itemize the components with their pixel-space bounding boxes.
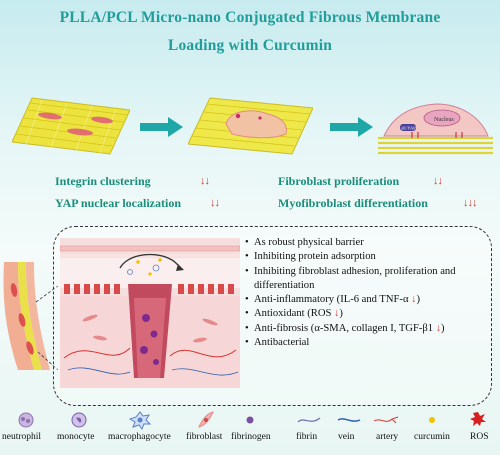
tissue-strip-illustration [3, 262, 58, 371]
diagram-title-line2: Loading with Curcumin [167, 37, 333, 54]
legend-curcumin: curcumin [414, 432, 450, 442]
legend-vein: vein [338, 432, 355, 442]
macrophagocyte-icon [128, 411, 152, 430]
effect-fibroblast-proliferation: Fibroblast proliferation [278, 174, 400, 188]
benefit-item: As robust physical barrier [245, 236, 495, 251]
fibroblast-icon [198, 411, 214, 428]
membrane-stage-2 [188, 97, 313, 155]
effect-yap-arrows: ↓↓ [210, 197, 220, 209]
benefit-list: As robust physical barrier Inhibiting pr… [245, 236, 495, 351]
effect-integrin-arrows: ↓↓ [200, 175, 210, 187]
vein-icon [337, 418, 361, 422]
membrane-stage-3: Nucleus β1/YAP [378, 103, 493, 155]
effect-myofibroblast-differentiation: Myofibroblast differentiation [278, 196, 428, 210]
curcumin-icon [429, 417, 435, 423]
diagram-title-line1: PLLA/PCL Micro-nano Conjugated Fibrous M… [59, 9, 441, 26]
benefit-item: Anti-inflammatory (IL-6 and TNF-α ↓) [245, 293, 495, 308]
effect-differentiation-arrows: ↓↓↓ [463, 197, 477, 209]
effect-proliferation-arrows: ↓↓ [433, 175, 443, 187]
membrane-stage-1 [12, 97, 130, 155]
effect-integrin-clustering: Integrin clustering [55, 174, 151, 188]
legend-ros: ROS [470, 432, 489, 442]
benefit-item: Inhibiting protein adsorption [245, 250, 495, 265]
ros-icon [470, 412, 486, 426]
legend-neutrophil: neutrophil [2, 432, 42, 442]
legend-fibroblast: fibroblast [186, 432, 223, 442]
legend-fibrin: fibrin [296, 432, 318, 442]
beta1-yap-label: β1/YAP [402, 126, 417, 131]
benefit-item: Antioxidant (ROS ↓) [245, 307, 495, 322]
wound-tissue-illustration [60, 238, 240, 388]
nucleus-label: Nucleus [434, 117, 454, 123]
legend-artery: artery [376, 432, 399, 442]
benefit-item: Anti-fibrosis (α-SMA, collagen I, TGF-β1… [245, 322, 495, 337]
down-arrow-icon: ↓ [411, 294, 417, 306]
fibrin-icon [297, 417, 321, 423]
down-arrow-icon: ↓ [334, 308, 340, 320]
legend-macrophagocyte: macrophagocyte [108, 432, 171, 442]
down-arrow-icon: ↓ [435, 322, 441, 334]
process-arrow-2 [330, 117, 373, 137]
monocyte-icon [71, 412, 87, 428]
benefit-item: Inhibiting fibroblast adhesion, prolifer… [245, 265, 495, 294]
artery-icon [373, 416, 399, 424]
legend-monocyte: monocyte [57, 432, 95, 442]
process-arrow-1 [140, 117, 183, 137]
fibrinogen-icon [246, 416, 254, 424]
legend-fibrinogen: fibrinogen [231, 432, 271, 442]
neutrophil-icon [18, 412, 34, 428]
effect-yap-localization: YAP nuclear localization [55, 196, 181, 210]
benefit-item: Antibacterial [245, 336, 495, 351]
